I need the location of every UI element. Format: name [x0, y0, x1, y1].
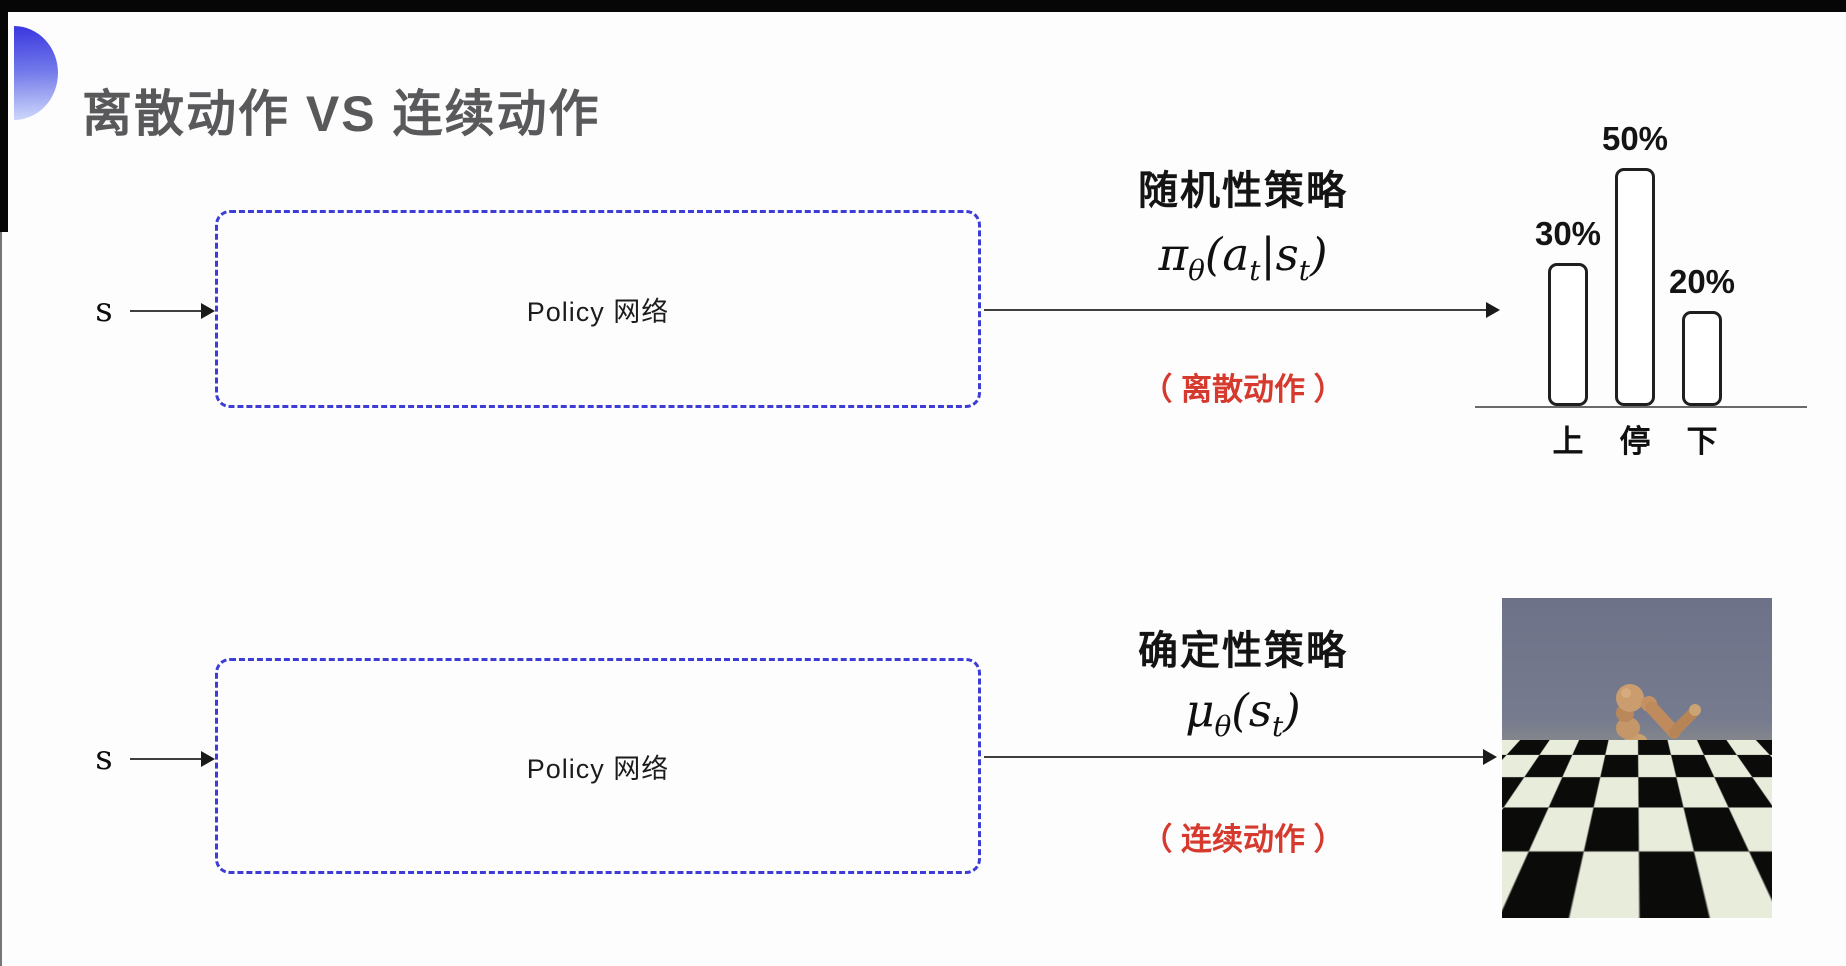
bar-value-label: 20% — [1668, 263, 1736, 300]
bar — [1682, 311, 1722, 406]
bar-category-label: 停 — [1619, 424, 1651, 459]
bar — [1548, 263, 1588, 406]
policy-network-box-bottom: Policy 网络 — [215, 658, 981, 874]
video-frame-left-edge-thin — [0, 232, 2, 966]
input-arrow-bottom — [130, 751, 215, 767]
bar-column-上: 30% — [1535, 215, 1601, 406]
bar-category-label: 上 — [1552, 424, 1584, 459]
policy-network-label-top: Policy 网络 — [526, 296, 670, 327]
policy-network-box-top: Policy 网络 — [215, 210, 981, 408]
policy-type-label-bottom: 确定性策略 — [1138, 629, 1348, 673]
policy-formula-top: πθ(at|st) — [1158, 228, 1328, 287]
bar-column-停: 50% — [1602, 120, 1668, 406]
state-input-label-top: s — [95, 290, 113, 330]
bar-category-label: 下 — [1686, 424, 1718, 459]
chart-axis-line — [1475, 406, 1807, 408]
input-arrow-top — [130, 303, 215, 319]
policy-formula-bottom: μθ(st) — [1185, 684, 1301, 743]
humanoid-robot-figure — [1593, 684, 1701, 865]
video-frame-left-edge — [0, 0, 8, 232]
video-frame-top-edge — [0, 0, 1846, 12]
bar — [1615, 168, 1655, 406]
action-note-bottom: （ 连续动作 ） — [1141, 822, 1345, 857]
bar-column-下: 20% — [1669, 263, 1735, 406]
policy-type-label-top: 随机性策略 — [1138, 169, 1348, 213]
action-note-top: （ 离散动作 ） — [1141, 372, 1345, 407]
output-arrow-top — [984, 302, 1500, 318]
title-bullet-shape — [14, 26, 58, 120]
policy-network-label-bottom: Policy 网络 — [526, 753, 670, 784]
bar-value-label: 50% — [1601, 120, 1669, 157]
action-probability-chart: 30% 50% 20% 上停下 — [1475, 96, 1807, 460]
page-title: 离散动作 VS 连续动作 — [82, 85, 601, 142]
state-input-label-bottom: s — [95, 738, 113, 778]
bar-value-label: 30% — [1534, 215, 1602, 252]
humanoid-simulation-image — [1502, 598, 1772, 918]
output-arrow-bottom — [984, 749, 1497, 765]
